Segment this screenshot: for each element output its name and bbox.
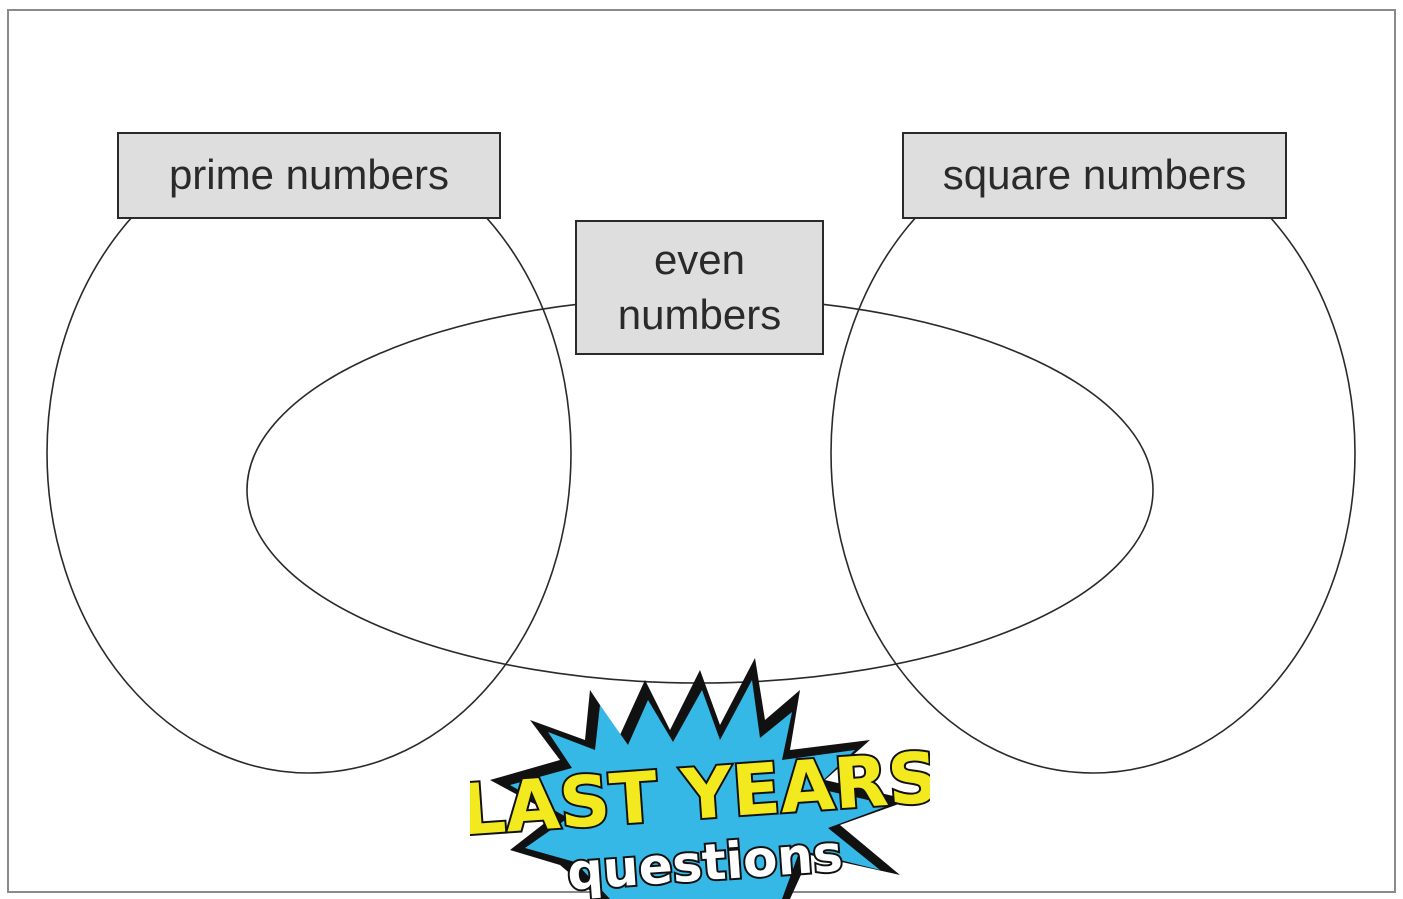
prime-numbers-label: prime numbers bbox=[117, 132, 501, 219]
even-numbers-text-line2: numbers bbox=[618, 288, 781, 343]
even-numbers-text-line1: even bbox=[654, 233, 745, 288]
last-years-questions-logo: LAST YEARS questions bbox=[470, 650, 930, 899]
square-numbers-label: square numbers bbox=[902, 132, 1287, 219]
prime-numbers-text: prime numbers bbox=[169, 148, 449, 203]
square-numbers-text: square numbers bbox=[943, 148, 1247, 203]
even-numbers-label: even numbers bbox=[575, 220, 824, 355]
